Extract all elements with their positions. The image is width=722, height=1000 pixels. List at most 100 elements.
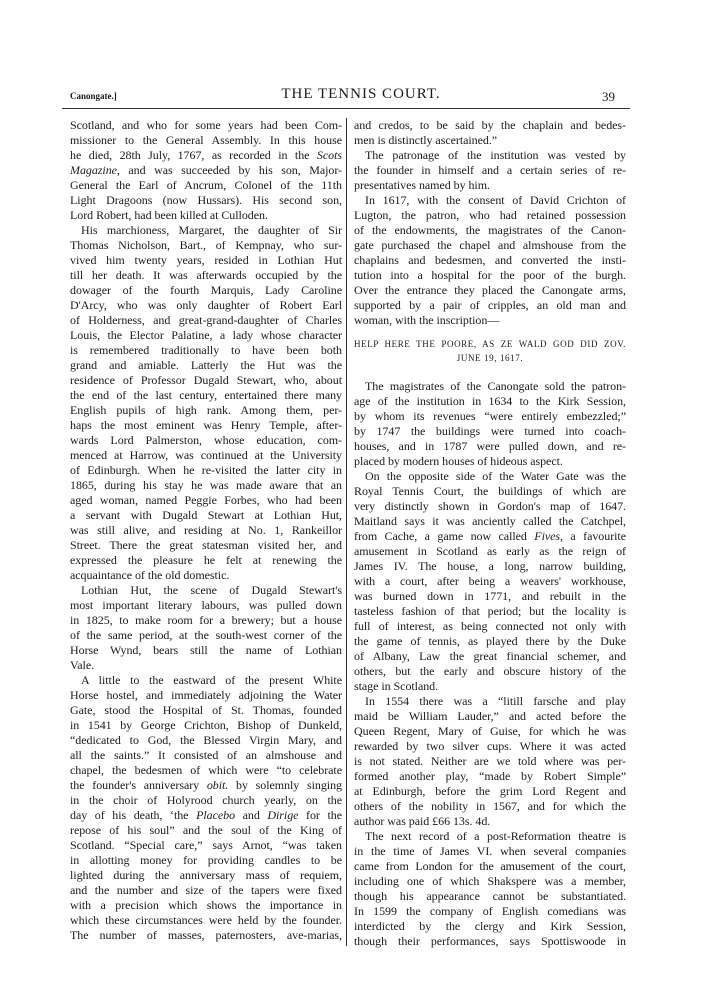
text-line: In 1617, with the consent of David Crich…: [365, 193, 626, 207]
text-line: Gate, stood the Hospital of St. Thomas, …: [70, 703, 342, 717]
text-line: English pupils of high rank. Among them,…: [70, 403, 342, 417]
text-line: with a court, after being a weavers' wor…: [354, 574, 626, 588]
text-line: rewarded by two silver cups. Where it wa…: [354, 739, 626, 753]
text-line: The next record of a post-Reformation th…: [365, 829, 626, 843]
header-rule: [62, 108, 630, 109]
right-column-bottom: The magistrates of the Canongate sold th…: [354, 379, 626, 949]
paragraph: A little to the eastward of the present …: [70, 673, 342, 943]
text-line: General the Earl of Ancrum, Colonel of t…: [70, 178, 342, 192]
text-line: acquaintance of the old domestic.: [70, 568, 230, 582]
text-segment: he died, 28th July, 1767, as recorded in…: [70, 148, 317, 162]
text-line: gate purchased the chapel and almshouse …: [354, 238, 626, 252]
text-line: Queen Regent, Mary of Guise, for which h…: [354, 724, 626, 738]
text-line: age of the institution in 1634 to the Ki…: [354, 394, 626, 408]
text-line: men is distinctly ascertained.”: [354, 133, 498, 147]
text-line: in allotting money for providing candles…: [70, 853, 342, 867]
text-segment: , and was succeeded by his son, Major-: [116, 163, 342, 177]
italic-text: Dirige: [267, 808, 299, 822]
text-line: Horse Wynd, bears still the name of Loth…: [70, 643, 342, 657]
text-line: Street. There the great statesman visite…: [70, 538, 342, 552]
text-segment: for the: [298, 808, 342, 822]
text-segment: and: [235, 808, 268, 822]
text-line: from Cache, a game now called Fives, a f…: [354, 529, 626, 544]
text-line: maid be William Lauder,” and acted befor…: [354, 709, 626, 723]
text-line: was burned down in 1771, and rebuilt in …: [354, 589, 626, 603]
text-line: placed by modern houses of hideous aspec…: [354, 454, 563, 468]
text-line: a servant with Dugald Stewart at Lothian…: [70, 508, 342, 522]
text-line: is not stated. Neither are we told where…: [354, 754, 626, 768]
text-line: tasteless fashion of that period; but th…: [354, 604, 626, 618]
paragraph: The next record of a post-Reformation th…: [354, 829, 626, 949]
text-line: Magazine, and was succeeded by his son, …: [70, 163, 342, 178]
text-line: formed another play, “made by Robert Sim…: [354, 769, 626, 783]
italic-text: Placebo: [196, 808, 236, 822]
text-line: D'Arcy, who was only daughter of Robert …: [70, 298, 342, 312]
text-line: “dedicated to God, the Blessed Virgin Ma…: [70, 733, 342, 747]
running-head-title: THE TENNIS COURT.: [281, 86, 441, 102]
text-line: chapel, the bedesmen of which were “to c…: [70, 763, 342, 777]
text-line: of Albany, Law the great financial schem…: [354, 649, 626, 663]
text-line: dowager of the fourth Marquis, Lady Caro…: [70, 283, 342, 297]
inscription-date: June 19, 1617.: [456, 353, 524, 363]
paragraph: In 1617, with the consent of David Crich…: [354, 193, 626, 328]
text-line: till her death. It was afterwards occupi…: [70, 268, 342, 282]
text-line: amusement in Scotland as early as the re…: [354, 544, 626, 558]
paragraph: The patronage of the institution was ves…: [354, 148, 626, 193]
text-line: houses, and in 1787 were pulled down, an…: [354, 439, 626, 453]
text-line: Over the entrance they placed the Canong…: [354, 283, 626, 297]
text-line: Louis, the Elector Palatine, a lady whos…: [70, 328, 342, 342]
text-line: full of interest, as being connected not…: [354, 619, 626, 633]
text-line: Lord Robert, had been killed at Culloden…: [70, 208, 268, 222]
text-line: with a precision which shows the importa…: [70, 898, 342, 912]
text-line: of the endowments, the magistrates of th…: [354, 223, 626, 237]
inscription-line: Help here the poore, as ze wald God did …: [354, 339, 626, 349]
text-line: of Edinburgh. When he re-visited the lat…: [70, 463, 342, 477]
text-line: Vale.: [70, 658, 95, 672]
paragraph: Lothian Hut, the scene of Dugald Stewart…: [70, 583, 342, 673]
text-line: most important literary labours, was pul…: [70, 598, 342, 612]
right-column: and credos, to be said by the chaplain a…: [354, 118, 626, 949]
text-line: at Edinburgh, before the grim Lord Regen…: [354, 784, 626, 798]
text-line: chaplains and bedesmen, and converted th…: [354, 253, 626, 267]
text-line: repose of his soul” and the soul of the …: [70, 823, 342, 837]
text-line: In 1554 there was a “litill farsche and …: [365, 694, 626, 708]
text-line: His marchioness, Margaret, the daughter …: [81, 223, 342, 237]
text-line: Thomas Nicholson, Bart., of Kempnay, who…: [70, 238, 342, 252]
text-line: the founder's anniversary obit. by solem…: [70, 778, 342, 793]
text-line: of the same period, at the south-west co…: [70, 628, 342, 642]
text-line: James IV. The house, a long, narrow buil…: [354, 559, 626, 573]
page-number: 39: [602, 89, 615, 104]
text-line: In 1599 the company of English comedians…: [354, 904, 626, 918]
text-line: which these circumstances were held by t…: [70, 913, 342, 927]
text-line: including one of which Shakspere was a m…: [354, 874, 626, 888]
text-line: was still alive, and residing at No. 1, …: [70, 523, 342, 537]
text-line: came from London for the amusement of th…: [354, 859, 626, 873]
text-line: supported by a pair of cripples, an old …: [354, 298, 626, 312]
text-line: in 1541 by George Crichton, Bishop of Du…: [70, 718, 342, 732]
text-line: tution into a hospital for the poor of t…: [354, 268, 626, 282]
text-line: day of his death, ‘the Placebo and Dirig…: [70, 808, 342, 823]
paragraph: Scotland, and who for some years had bee…: [70, 118, 342, 223]
text-line: presentatives named by him.: [354, 178, 490, 192]
text-segment: day of his death, ‘the: [70, 808, 197, 822]
text-line: aged woman, named Peggie Forbes, who had…: [70, 493, 342, 507]
text-line: A little to the eastward of the present …: [81, 673, 342, 687]
text-line: wards Lord Palmerston, whose education, …: [70, 433, 342, 447]
text-line: though their performances, says Spottisw…: [354, 934, 626, 948]
text-segment: , a favourite: [560, 529, 626, 543]
text-line: Scotland. “Special care,” says Arnot, “w…: [70, 838, 342, 852]
text-line: menced at Harrow, was continued at the U…: [70, 448, 342, 462]
text-line: Lugton, the patron, who had retained pos…: [354, 208, 626, 222]
paragraph: The magistrates of the Canongate sold th…: [354, 379, 626, 469]
paragraph: On the opposite side of the Water Gate w…: [354, 469, 626, 694]
text-line: On the opposite side of the Water Gate w…: [365, 469, 626, 483]
italic-text: Scots: [316, 148, 342, 162]
text-line: though his appearance cannot be substant…: [354, 889, 626, 903]
text-line: the founder in himself and a certain ser…: [354, 163, 626, 177]
italic-text: Magazine: [70, 163, 117, 177]
text-line: all the saints.” It consisted of an alms…: [70, 748, 342, 762]
text-line: Horse hostel, and immediately adjoining …: [70, 688, 342, 702]
text-line: and credos, to be said by the chaplain a…: [354, 118, 626, 132]
paragraph: In 1554 there was a “litill farsche and …: [354, 694, 626, 829]
text-line: interdicted by the clergy and Kirk Sessi…: [354, 919, 626, 933]
